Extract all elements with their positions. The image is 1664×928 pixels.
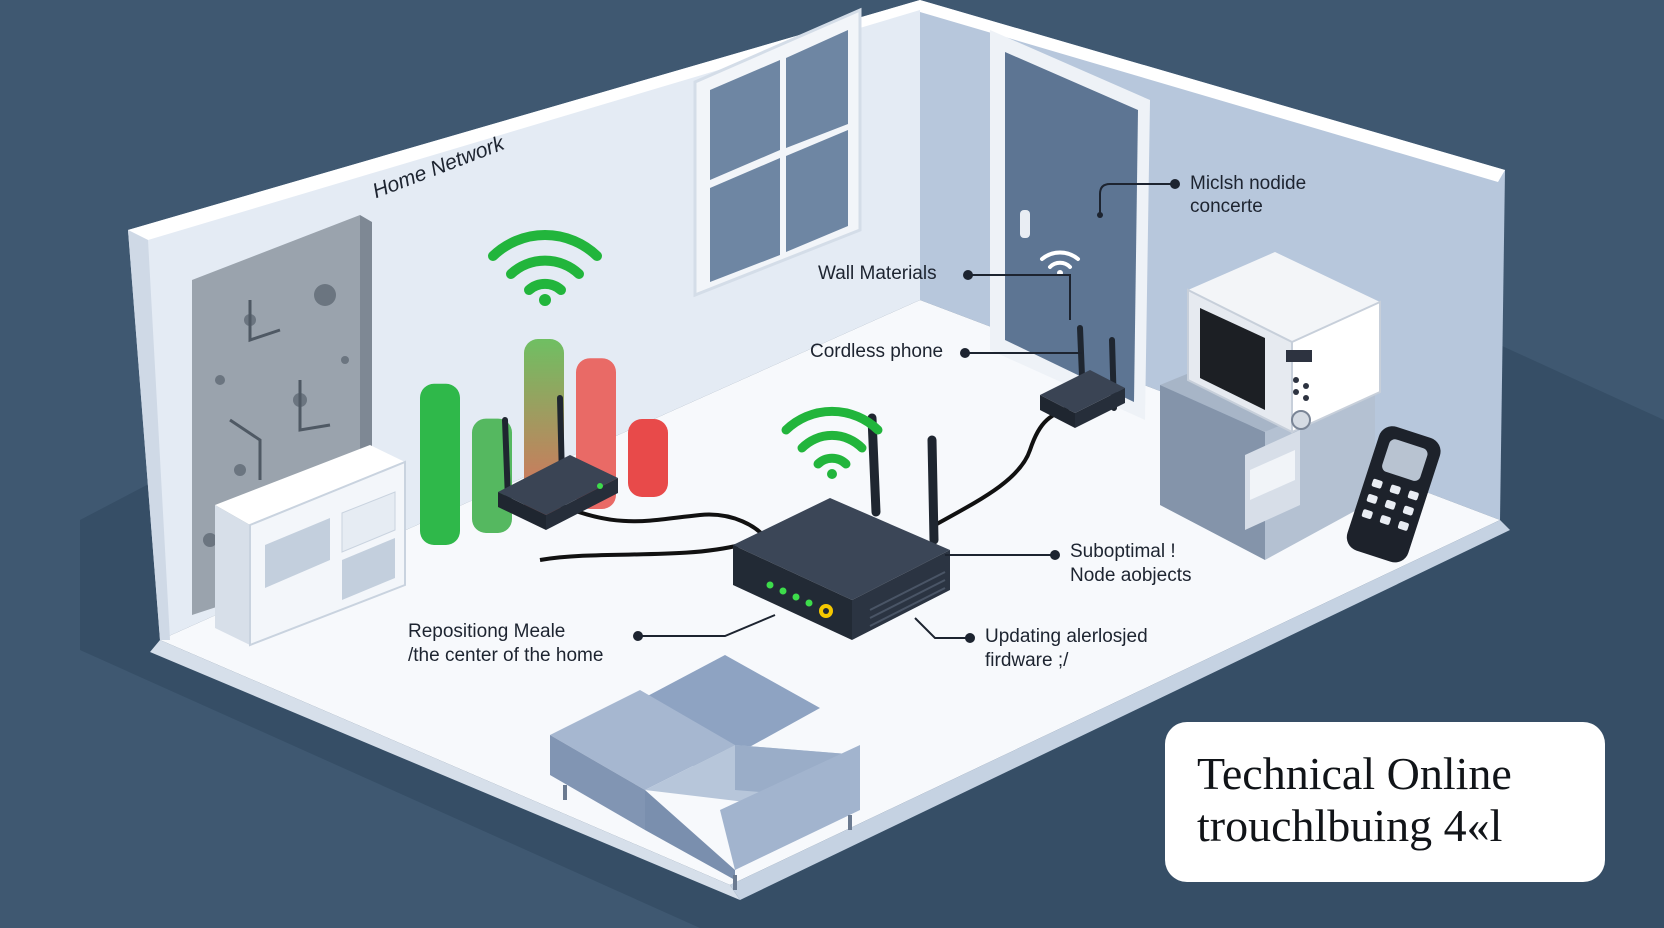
router-icon (733, 413, 950, 640)
mesh-node-label-line2: concerte (1190, 196, 1263, 217)
left-cabinet (215, 445, 406, 647)
callout-lines (638, 183, 1175, 639)
wall-top-edge-right (920, 0, 1505, 182)
door-icon (990, 30, 1150, 420)
window-icon (693, 7, 862, 298)
signal-bar (420, 383, 460, 545)
wall-materials-label: Wall Materials (818, 263, 937, 284)
signal-bar (628, 419, 668, 497)
updating-label-line2: firdware ;/ (985, 650, 1069, 671)
wall-top-edge-left (128, 0, 920, 240)
cordless-phone-label: Cordless phone (810, 341, 944, 362)
callout-dots (633, 179, 1180, 643)
mesh-node-label-line1: Miclsh nodide (1190, 173, 1307, 194)
wifi-icon (781, 406, 883, 479)
updating-label-line1: Updating alerlosjed (985, 626, 1148, 647)
sofa-icon (550, 655, 860, 890)
repositioning-label: Repositiong Meale /the center of the hom… (408, 620, 603, 668)
cable-left (539, 503, 772, 562)
updating-firmware-label: Updating alerlosjed firdware ;/ (985, 625, 1148, 673)
suboptimal-label: Suboptimal ! Node aobjects (1070, 540, 1191, 588)
cordless-phone-icon (1346, 426, 1441, 563)
repositioning-label-line1: Repositiong Meale (408, 621, 566, 642)
floor-right-edge (730, 520, 1510, 900)
wall-left-edge (128, 230, 170, 640)
wifi-icon (488, 230, 602, 306)
floor-front-edge (150, 640, 740, 900)
microwave-icon (1187, 252, 1381, 434)
title-line2: trouchlbuing 4«l (1197, 800, 1503, 851)
router-icon (498, 395, 618, 530)
repositioning-label-line2: /the center of the home (408, 645, 604, 666)
suboptimal-label-line1: Suboptimal ! (1070, 541, 1176, 562)
mesh-node-icon (1040, 325, 1125, 428)
suboptimal-label-line2: Node aobjects (1070, 565, 1192, 586)
title-line1: Technical Online (1197, 748, 1512, 799)
mesh-node-label: Miclsh nodide concerte (1190, 172, 1306, 218)
title-card: Technical Online trouchlbuing 4«l (1165, 722, 1605, 882)
